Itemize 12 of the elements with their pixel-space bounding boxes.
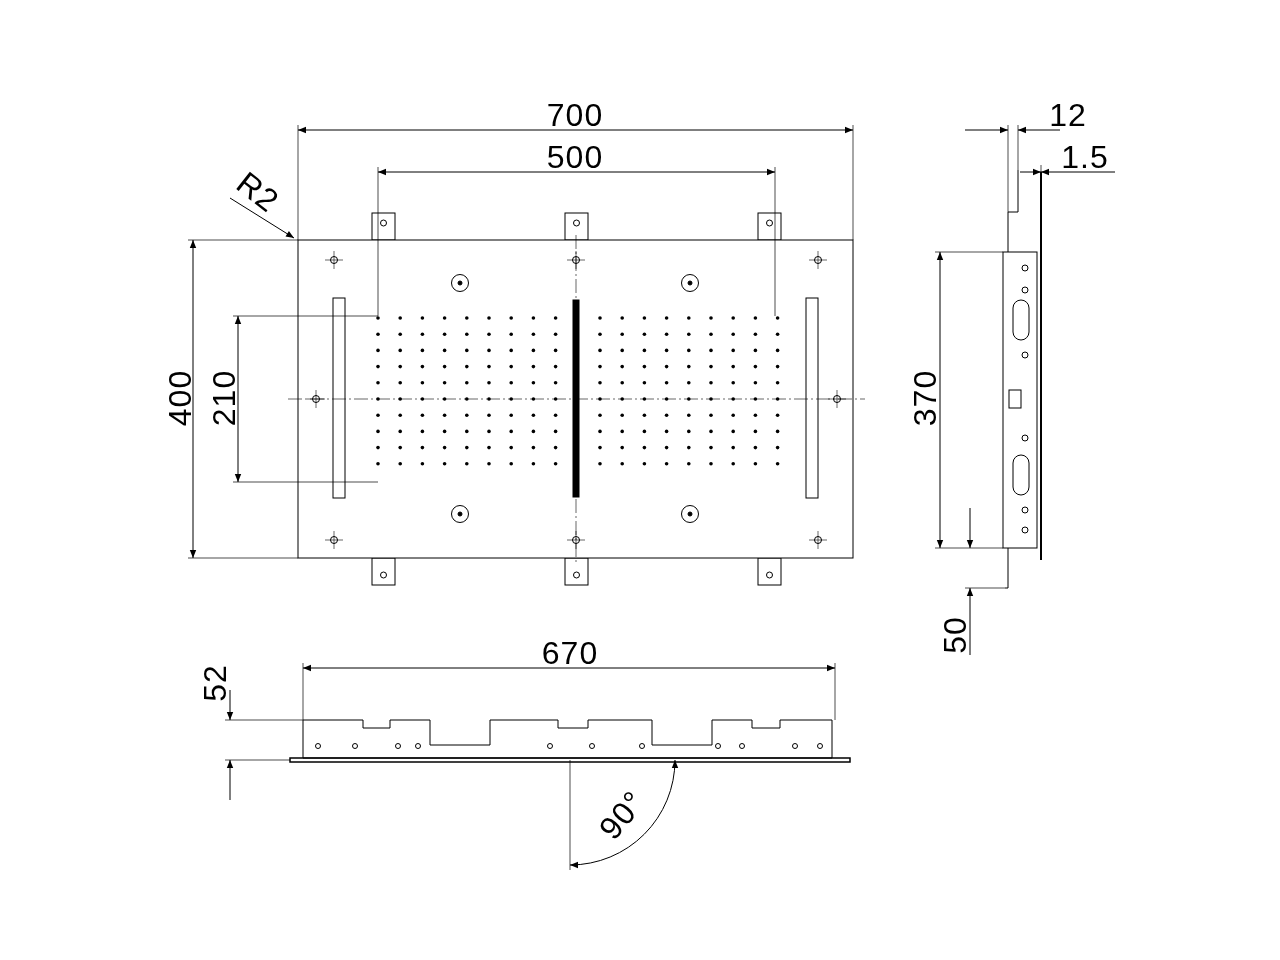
- dimension-value: 1.5: [1061, 141, 1109, 173]
- dimension-value: 50: [939, 616, 971, 654]
- dimension-value: R2: [231, 166, 285, 218]
- dimension-value: 210: [208, 369, 240, 427]
- dimension-value: 12: [1049, 99, 1087, 131]
- dimension-value: 670: [541, 637, 599, 669]
- dimension-value: 700: [546, 99, 604, 131]
- dimension-value: 90°: [593, 785, 651, 845]
- dimension-value: 400: [164, 369, 196, 427]
- dimension-value: 52: [199, 664, 231, 702]
- dimension-value: 370: [909, 369, 941, 427]
- dimension-value: 500: [546, 141, 604, 173]
